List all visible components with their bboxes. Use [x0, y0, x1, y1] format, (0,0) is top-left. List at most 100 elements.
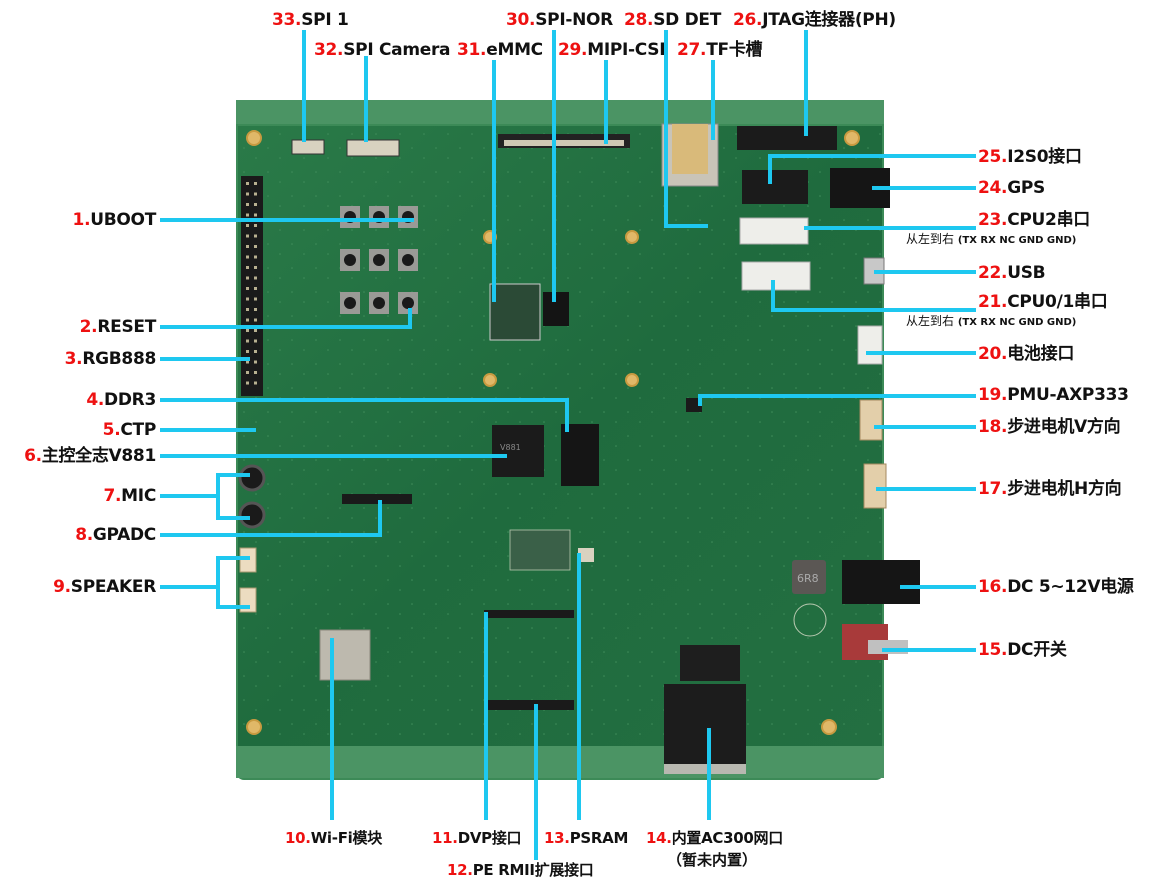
label-12: 12.PE RMII扩展接口: [447, 861, 594, 879]
header-pin: [254, 318, 257, 322]
header-pin: [254, 266, 257, 269]
label-9: 9.SPEAKER: [53, 577, 156, 597]
label-26: 26.JTAG连接器(PH): [733, 10, 896, 30]
header-pin: [254, 234, 257, 238]
header-pin: [254, 224, 257, 227]
header-pin: [254, 371, 257, 374]
label-14-note: （暂未内置）: [666, 851, 757, 869]
label-31: 31.eMMC: [457, 40, 543, 60]
label-20: 20.电池接口: [978, 344, 1075, 364]
label-5: 5.CTP: [102, 420, 157, 440]
button-cap: [402, 297, 414, 309]
cpu2-uart-connector: [739, 217, 809, 245]
spi-camera-connector: [346, 139, 400, 157]
label-24: 24.GPS: [978, 178, 1045, 198]
label-32: 32.SPI Camera: [314, 40, 451, 60]
rgb888-header: [241, 176, 263, 396]
cpu01-uart-connector: [741, 261, 811, 291]
gpadc-header: [342, 494, 412, 504]
button-cap: [344, 254, 356, 266]
leader-9a: [216, 556, 250, 609]
header-pin: [254, 255, 257, 259]
leader-7a: [216, 473, 250, 520]
rgb888-pins: [246, 182, 257, 385]
label-16: 16.DC 5~12V电源: [978, 577, 1134, 597]
ethernet-jack: [664, 684, 746, 774]
header-pin: [246, 182, 249, 185]
button-cap: [373, 254, 385, 266]
header-pin: [254, 350, 257, 353]
leader-4: [160, 398, 569, 432]
label-18: 18.步进电机V方向: [978, 417, 1121, 437]
header-pin: [254, 308, 257, 311]
spi1-connector: [291, 139, 325, 155]
label-27: 27.TF卡槽: [677, 40, 763, 60]
label-19: 19.PMU-AXP333: [978, 385, 1129, 405]
header-pin: [246, 318, 249, 322]
header-pin: [246, 234, 249, 238]
jtag-connector: [737, 126, 837, 150]
header-pin: [246, 192, 249, 196]
wifi-module: [319, 629, 371, 681]
header-pin: [246, 297, 249, 301]
label-7: 7.MIC: [103, 486, 156, 506]
header-pin: [246, 255, 249, 259]
label-28: 28.SD DET: [624, 10, 722, 30]
header-pin: [254, 182, 257, 185]
dvp-connector: [484, 610, 574, 618]
motor-h-connector: [863, 463, 887, 509]
header-pin: [246, 213, 249, 217]
header-pin: [254, 339, 257, 343]
header-pin: [254, 381, 257, 385]
label-15: 15.DC开关: [978, 640, 1067, 660]
label-1: 1.UBOOT: [72, 210, 157, 230]
header-pin: [246, 276, 249, 280]
header-pin: [246, 266, 249, 269]
label-4: 4.DDR3: [86, 390, 156, 410]
label-11: 11.DVP接口: [432, 829, 522, 847]
leader-21: [771, 280, 976, 312]
label-21: 21.CPU0/1串口: [978, 292, 1108, 312]
label-14: 14.内置AC300网口: [646, 829, 783, 847]
ddr3-chip: [561, 424, 599, 486]
inductor-6r8: [792, 560, 826, 594]
button-cap: [344, 297, 356, 309]
leader-lines: [160, 30, 976, 860]
label-6: 6.主控全志V881: [24, 446, 156, 466]
label-8: 8.GPADC: [75, 525, 156, 545]
header-pin: [254, 276, 257, 280]
header-pin: [254, 329, 257, 332]
header-pin: [246, 245, 249, 248]
label-29: 29.MIPI-CSI: [558, 40, 666, 60]
header-pin: [246, 360, 249, 364]
label-23-note: 从左到右 (TX RX NC GND GND): [906, 232, 1077, 246]
ethernet-magnetics: [680, 645, 740, 681]
header-pin: [254, 203, 257, 206]
leader-28: [664, 30, 708, 228]
header-pin: [254, 287, 257, 290]
header-pin: [246, 371, 249, 374]
label-3: 3.RGB888: [64, 349, 157, 369]
header-pin: [254, 360, 257, 364]
header-pin: [246, 308, 249, 311]
header-pin: [254, 213, 257, 217]
i2s0-header: [742, 170, 808, 204]
label-33: 33.SPI 1: [272, 10, 349, 30]
button-cap: [402, 254, 414, 266]
header-pin: [254, 245, 257, 248]
mic-1: [238, 464, 266, 492]
label-10: 10.Wi-Fi模块: [285, 829, 382, 847]
leader-2: [160, 308, 412, 329]
motor-v-connector: [859, 399, 883, 441]
mic-2: [238, 501, 266, 529]
label-21-note: 从左到右 (TX RX NC GND GND): [906, 314, 1077, 328]
label-22: 22.USB: [978, 263, 1046, 283]
header-pin: [246, 339, 249, 343]
header-pin: [254, 297, 257, 301]
label-30: 30.SPI-NOR: [506, 10, 613, 30]
header-pin: [246, 224, 249, 227]
soc-marking: V881: [500, 443, 521, 452]
leader-19: [698, 394, 976, 406]
header-pin: [246, 329, 249, 332]
